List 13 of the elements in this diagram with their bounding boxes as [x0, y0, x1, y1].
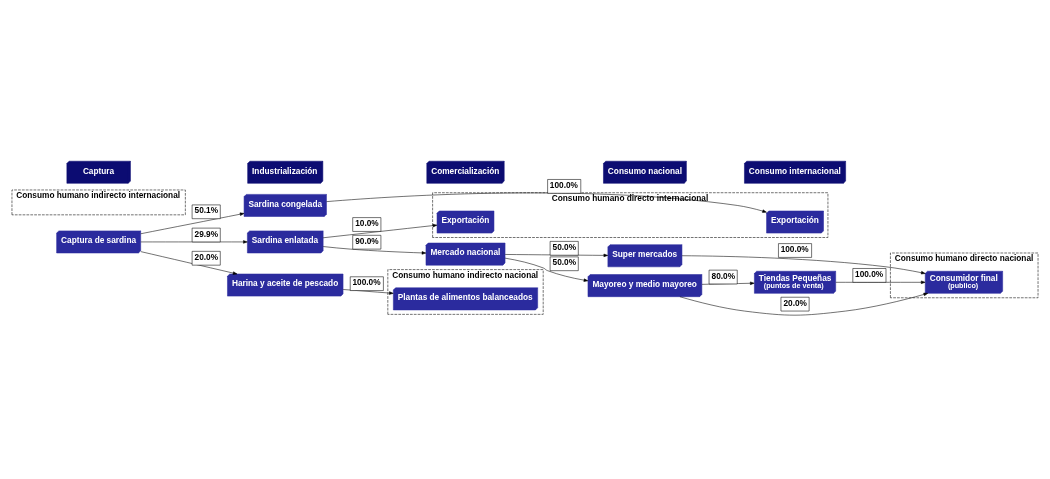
edge-label: 90.0% [355, 235, 379, 246]
edge-label: 10.0% [355, 217, 379, 228]
edge-label: 100.0% [855, 268, 884, 279]
edge-label: 100.0% [780, 243, 809, 254]
edge-label: 20.0% [783, 297, 807, 308]
edge-label: 50.0% [552, 256, 577, 267]
edge-label: 100.0% [352, 276, 381, 287]
edge-label: 50.1% [194, 204, 219, 215]
edge-label: 20.0% [194, 251, 219, 262]
edge-label: 29.9% [194, 228, 219, 239]
edge-label: 100.0% [549, 179, 578, 190]
edge-label: 50.0% [552, 241, 577, 252]
edge-label: 80.0% [711, 270, 736, 281]
